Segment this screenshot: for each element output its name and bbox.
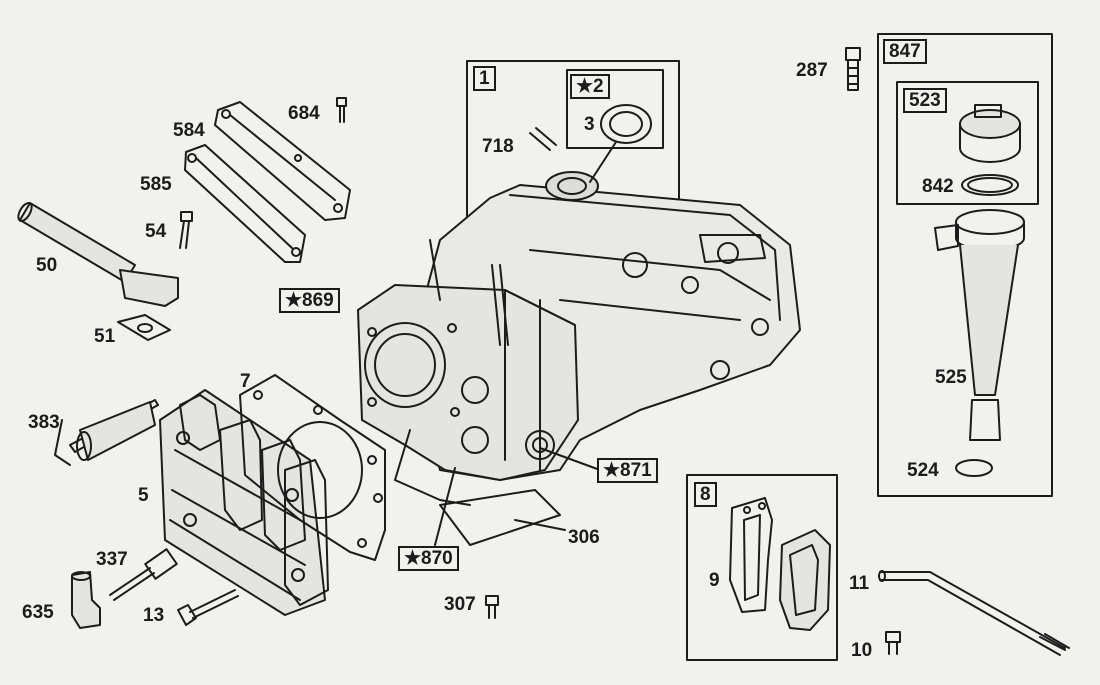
callout-524: 524 (907, 460, 939, 481)
callout-525: 525 (935, 367, 967, 388)
bolt-684 (336, 97, 347, 123)
callout-3: 3 (584, 114, 595, 135)
leader-2 (589, 141, 617, 183)
callout-10: 10 (851, 640, 873, 661)
callout-585: 585 (140, 174, 172, 195)
frame-group-2 (566, 69, 664, 149)
terminal-635 (71, 571, 101, 629)
breather-tube (17, 201, 179, 307)
callout-842: 842 (922, 176, 954, 197)
plate-584 (214, 101, 351, 221)
spark-plug (109, 548, 178, 601)
leader-306 (514, 519, 566, 531)
callout-306: 306 (568, 527, 600, 548)
callout-584: 584 (173, 120, 205, 141)
o-ring-524 (955, 459, 993, 477)
callout-870: ★870 (398, 546, 459, 571)
head-gasket (239, 374, 386, 561)
bolt-287 (845, 47, 861, 91)
frame-group-847 (877, 33, 1053, 497)
frame-group-8 (686, 474, 838, 661)
callout-2: ★2 (570, 74, 610, 99)
callout-287: 287 (796, 60, 828, 81)
rod-11 (878, 570, 1070, 656)
callout-9: 9 (709, 570, 720, 591)
callout-5: 5 (138, 485, 149, 506)
gasket-9 (729, 497, 773, 613)
dipstick-cap (959, 104, 1021, 163)
leader-870 (434, 467, 456, 546)
callout-869: ★869 (279, 288, 340, 313)
callout-1: 1 (473, 66, 496, 91)
leader-871 (539, 447, 601, 471)
bolt-307 (485, 595, 499, 619)
callout-54: 54 (145, 221, 167, 242)
gasket-51 (117, 314, 171, 341)
pin-718 (529, 127, 557, 151)
callout-635: 635 (22, 602, 54, 623)
bolt-10 (885, 631, 901, 655)
callout-337: 337 (96, 549, 128, 570)
cylinder-head (159, 389, 329, 616)
breather-cover (779, 529, 831, 631)
callout-11: 11 (849, 573, 870, 594)
o-ring-842 (961, 174, 1019, 196)
callout-8: 8 (694, 482, 717, 507)
bolt-13 (177, 589, 239, 626)
gasket-306 (439, 489, 561, 546)
callout-50: 50 (36, 255, 58, 276)
crankcase (357, 171, 801, 506)
seal-3 (600, 104, 652, 144)
callout-7: 7 (240, 371, 251, 392)
callout-307: 307 (444, 594, 476, 615)
bolt-54 (179, 211, 193, 249)
frame-group-523 (896, 81, 1039, 205)
dipstick-tube (934, 209, 1025, 441)
callout-383: 383 (28, 412, 60, 433)
gasket-585 (184, 144, 306, 263)
callout-871: ★871 (597, 458, 658, 483)
callout-847: 847 (883, 39, 927, 64)
callout-51: 51 (94, 326, 116, 347)
part-383 (54, 399, 159, 466)
gasket-51-hole (137, 323, 153, 333)
callout-13: 13 (143, 605, 165, 626)
callout-523: 523 (903, 88, 947, 113)
callout-718: 718 (482, 136, 514, 157)
callout-684: 684 (288, 103, 320, 124)
